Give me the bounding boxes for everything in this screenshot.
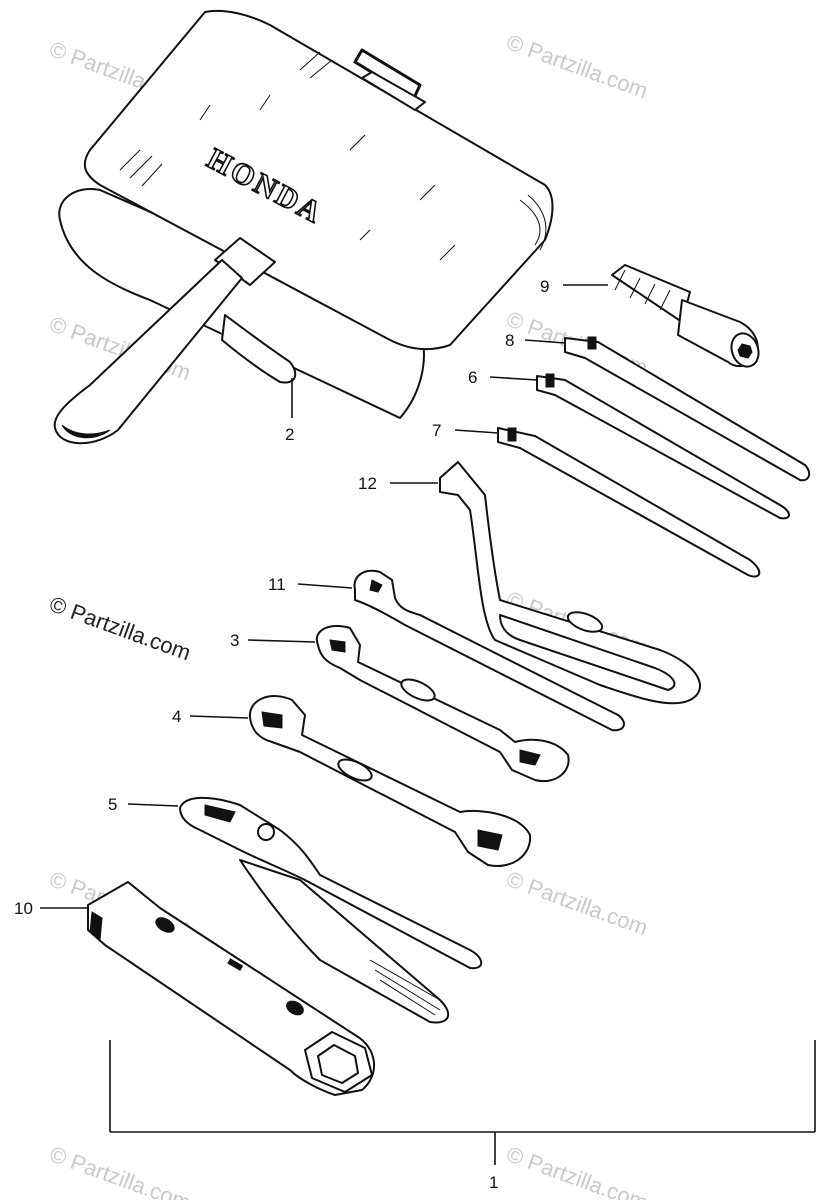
callout-4: 4 (172, 707, 181, 726)
callout-6: 6 (468, 368, 477, 387)
callout-12: 12 (358, 474, 377, 493)
watermark: © Partzilla.com (46, 1141, 194, 1200)
callout-8: 8 (505, 331, 514, 350)
leader-line (454, 429, 499, 434)
watermark: © Partzilla.com (503, 1141, 651, 1200)
hook-wrench-12 (439, 461, 701, 705)
pliers-5 (179, 796, 483, 1024)
leader-line (524, 339, 566, 344)
leader-line (489, 376, 538, 381)
watermark: © Partzilla.com (503, 866, 651, 940)
callout-7: 7 (432, 421, 441, 440)
callout-1: 1 (489, 1173, 498, 1192)
screwdriver-8 (564, 336, 811, 482)
wrench-4 (248, 695, 532, 867)
wrench-3 (315, 625, 570, 783)
callout-2: 2 (285, 425, 294, 444)
watermark-dark: © Partzilla.com (46, 591, 194, 665)
leader-line (189, 715, 249, 719)
wrench-11 (353, 570, 625, 732)
leader-line (127, 803, 179, 807)
tool-bag: HONDA (53, 9, 554, 445)
callout-11: 11 (268, 575, 286, 594)
watermark: © Partzilla.com (503, 29, 651, 103)
callout-3: 3 (230, 631, 239, 650)
socket-9 (611, 264, 760, 368)
callout-9: 9 (540, 277, 549, 296)
box-spanner-10 (87, 881, 376, 1096)
kit-bracket (109, 1040, 816, 1165)
screwdriver-7 (497, 427, 761, 578)
leader-line (297, 583, 353, 589)
screwdriver-6 (536, 373, 790, 520)
callout-5: 5 (108, 795, 117, 814)
leader-line (247, 639, 316, 643)
callout-10: 10 (14, 899, 33, 918)
